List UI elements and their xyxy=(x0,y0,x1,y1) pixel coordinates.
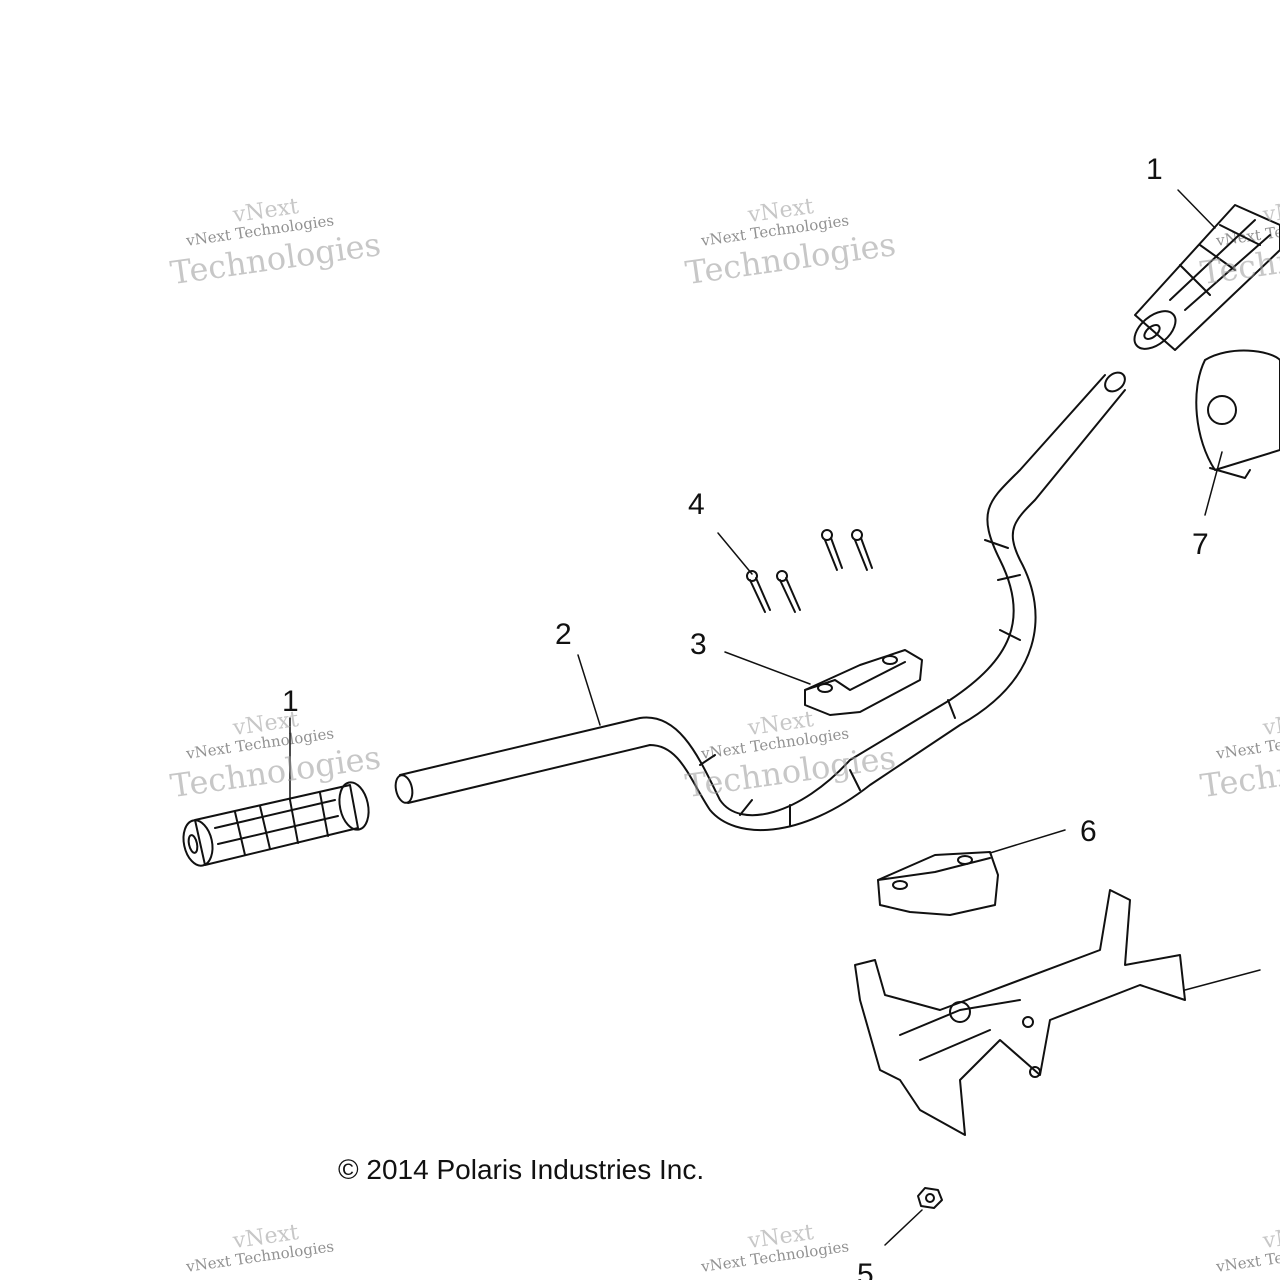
callout-grip-left: 1 xyxy=(282,685,299,718)
clamp-bottom xyxy=(877,851,999,916)
copyright-text: © 2014 Polaris Industries Inc. xyxy=(338,1154,705,1185)
mount-bracket xyxy=(854,889,1186,1136)
callout-clamp-top: 3 xyxy=(690,628,707,661)
callout-bolts: 4 xyxy=(688,488,705,521)
clamp-top xyxy=(804,649,923,716)
bolts xyxy=(746,529,873,613)
callout-end-weight: 7 xyxy=(1192,528,1209,561)
callout-grip-right: 1 xyxy=(1146,153,1163,186)
callout-handlebar: 2 xyxy=(555,618,572,651)
end-weight xyxy=(1195,349,1280,479)
grip-right xyxy=(1133,204,1280,351)
handlebar xyxy=(394,371,1126,832)
leader-lines xyxy=(289,189,1261,1246)
grip-left xyxy=(182,781,370,867)
nut xyxy=(917,1187,943,1209)
callout-clamp-bottom: 6 xyxy=(1080,815,1097,848)
callout-nut: 5 xyxy=(857,1258,874,1280)
